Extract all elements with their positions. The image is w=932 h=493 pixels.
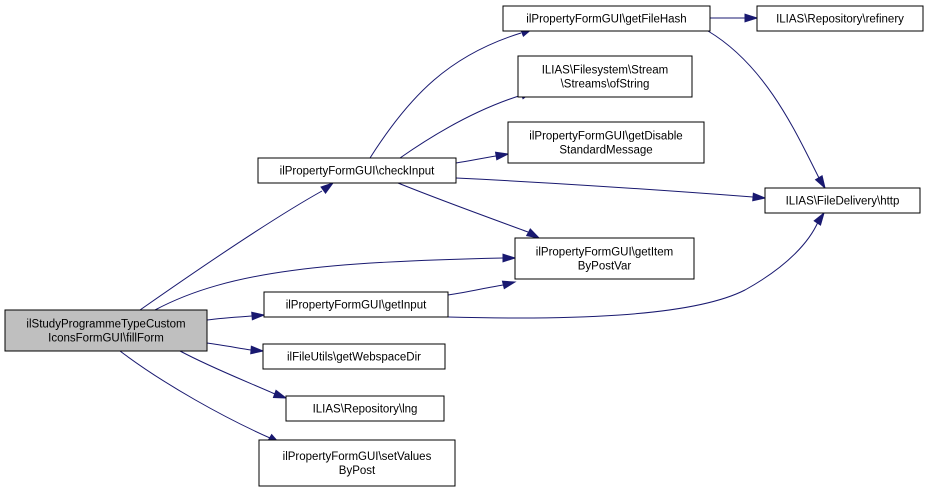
edge-arrowhead xyxy=(752,192,767,202)
node-lng[interactable]: ILIAS\Repository\lng xyxy=(285,395,445,422)
node-label-line: ilStudyProgrammeTypeCustom xyxy=(26,319,185,331)
edge-checkinput-to-http xyxy=(455,177,767,202)
node-http[interactable]: ILIAS\FileDelivery\http xyxy=(764,187,921,214)
node-label-line: IconsFormGUI\fillForm xyxy=(48,333,164,345)
node-box xyxy=(258,439,456,487)
edge-line xyxy=(179,350,276,395)
edge-checkinput-to-getitembypostvar xyxy=(397,182,541,239)
node-refinery[interactable]: ILIAS\Repository\refinery xyxy=(756,5,924,32)
edge-arrowhead xyxy=(250,345,265,355)
node-fillform[interactable]: ilStudyProgrammeTypeCustomIconsFormGUI\f… xyxy=(4,309,208,352)
node-label-line: ilPropertyFormGUI\getItem xyxy=(536,247,673,259)
node-label-line: ILIAS\Filesystem\Stream xyxy=(542,65,669,77)
edge-line xyxy=(397,182,529,233)
edge-arrowhead xyxy=(814,174,826,190)
edge-line xyxy=(707,30,820,179)
edge-fillform-to-setvalues xyxy=(119,350,282,445)
call-nodes: ilStudyProgrammeTypeCustomIconsFormGUI\f… xyxy=(4,5,924,487)
node-box xyxy=(4,309,208,352)
edge-arrowhead xyxy=(744,13,759,23)
node-ofstring[interactable]: ILIAS\Filesystem\Stream \Streams\ofString xyxy=(517,55,693,98)
node-getinput[interactable]: ilPropertyFormGUI\getInput xyxy=(263,291,449,318)
node-label-line: ilFileUtils\getWebspaceDir xyxy=(287,352,421,364)
edge-line xyxy=(139,190,323,311)
node-label-line: ByPost xyxy=(339,465,376,477)
edge-getinput-to-getitembypostvar xyxy=(447,280,517,296)
node-label-line: ilPropertyFormGUI\getDisable xyxy=(529,131,682,143)
edge-getinput-to-http xyxy=(447,211,825,319)
edge-line xyxy=(399,94,523,159)
edge-line xyxy=(455,177,754,198)
edge-checkinput-to-getdisable xyxy=(455,151,510,164)
call-edges xyxy=(119,13,826,445)
node-label-line: StandardMessage xyxy=(559,145,652,157)
node-box xyxy=(507,121,705,164)
node-box xyxy=(517,55,693,98)
node-checkinput[interactable]: ilPropertyFormGUI\checkInput xyxy=(257,157,457,184)
edge-fillform-to-getinput xyxy=(206,311,266,321)
node-label-line: ILIAS\FileDelivery\http xyxy=(786,196,900,208)
node-box xyxy=(764,187,921,214)
edge-arrowhead xyxy=(272,389,288,399)
edge-getfilehash-to-refinery xyxy=(710,13,759,23)
edge-arrowhead xyxy=(501,280,517,290)
node-label-line: ilPropertyFormGUI\getInput xyxy=(286,300,427,312)
edge-arrowhead xyxy=(502,253,517,263)
edge-fillform-to-getwebspacedir xyxy=(206,342,265,355)
edge-line xyxy=(447,221,819,319)
edge-line xyxy=(154,257,504,311)
node-label-line: ByPostVar xyxy=(578,261,632,273)
node-label-line: ILIAS\Repository\refinery xyxy=(776,14,904,26)
node-label-line: \Streams\ofString xyxy=(561,79,650,91)
node-getdisable[interactable]: ilPropertyFormGUI\getDisableStandardMess… xyxy=(507,121,705,164)
edge-line xyxy=(369,32,522,159)
edge-arrowhead xyxy=(525,228,541,239)
node-label-line: ilPropertyFormGUI\setValues xyxy=(283,451,432,463)
edge-arrowhead xyxy=(494,151,510,161)
edge-arrowhead xyxy=(813,211,825,226)
edge-getfilehash-to-http xyxy=(707,30,826,190)
node-box xyxy=(263,291,449,318)
node-box xyxy=(285,395,445,422)
edge-fillform-to-checkinput xyxy=(139,182,335,311)
node-box xyxy=(262,343,446,370)
node-box xyxy=(514,237,695,280)
edge-line xyxy=(206,315,253,321)
node-box xyxy=(756,5,924,32)
node-getfilehash[interactable]: ilPropertyFormGUI\getFileHash xyxy=(502,5,711,32)
node-label-line: ILIAS\Repository\lng xyxy=(313,404,418,416)
node-box xyxy=(502,5,711,32)
edge-arrowhead xyxy=(320,182,335,194)
edge-line xyxy=(206,342,252,351)
edge-line xyxy=(455,155,497,164)
edge-line xyxy=(447,284,504,296)
edge-fillform-to-getitembypostvar xyxy=(154,253,517,311)
edge-line xyxy=(119,350,271,439)
edge-fillform-to-lng xyxy=(179,350,288,399)
node-box xyxy=(257,157,457,184)
edge-arrowhead xyxy=(251,311,266,321)
node-getwebspacedir[interactable]: ilFileUtils\getWebspaceDir xyxy=(262,343,446,370)
node-label-line: ilPropertyFormGUI\checkInput xyxy=(280,166,435,178)
node-label-line: ilPropertyFormGUI\getFileHash xyxy=(526,14,686,26)
